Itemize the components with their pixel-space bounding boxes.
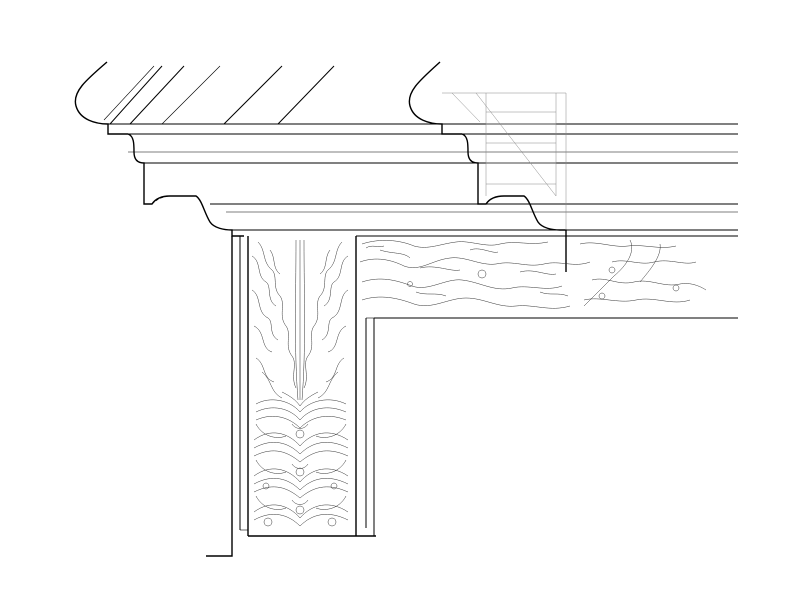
left-crown-cove — [74, 61, 244, 237]
cornice-profile — [74, 61, 738, 272]
frieze — [356, 235, 738, 319]
crown-hatch-1b — [103, 65, 155, 121]
right-crown-cove — [408, 61, 567, 272]
pilaster-outer-edge — [206, 236, 233, 557]
acanthus-carving — [251, 239, 349, 407]
crown-hatch-1 — [109, 65, 163, 125]
crown-hatch-4 — [277, 65, 335, 125]
pilaster — [206, 236, 376, 557]
crown-hatch-2 — [129, 65, 185, 125]
corner-block-diag-2 — [475, 92, 557, 197]
corner-block-diag-1 — [451, 92, 481, 123]
corner-block-box — [442, 92, 567, 230]
guilloche-carving — [253, 399, 349, 527]
crown-hatch-3 — [223, 65, 283, 125]
crown-hatch-2b — [161, 65, 221, 125]
corner-block-construction — [442, 92, 567, 230]
left-dashed-return — [151, 195, 192, 205]
